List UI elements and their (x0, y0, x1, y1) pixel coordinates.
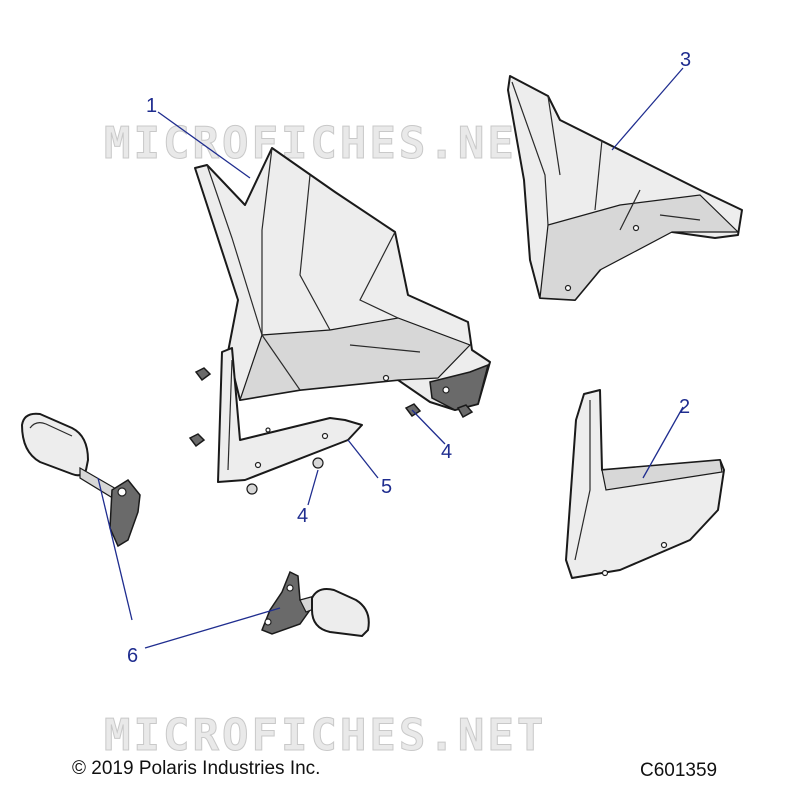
part-1-side-panel (194, 147, 491, 411)
callout-4-lower: 4 (297, 505, 309, 527)
callout-6: 6 (127, 645, 139, 667)
leader-lines (97, 67, 684, 649)
fasteners (188, 367, 474, 495)
callout-3: 3 (680, 49, 692, 71)
part-5-lower-trim (217, 347, 363, 483)
part-3-upper-panel (507, 75, 743, 301)
callout-1: 1 (146, 95, 158, 117)
callout-5: 5 (381, 476, 393, 498)
watermark-bottom: MICROFICHES.NET (104, 710, 546, 761)
watermark-top: MICROFICHES.NET (104, 118, 546, 169)
part-2-lower-panel (565, 389, 725, 579)
copyright-text: © 2019 Polaris Industries Inc. (72, 758, 321, 779)
part-6-right-mirror (261, 570, 370, 637)
callout-4-upper: 4 (441, 441, 453, 463)
callout-2: 2 (679, 396, 691, 418)
diagram-id: C601359 (640, 760, 718, 781)
part-6-left-mirror (21, 412, 141, 548)
